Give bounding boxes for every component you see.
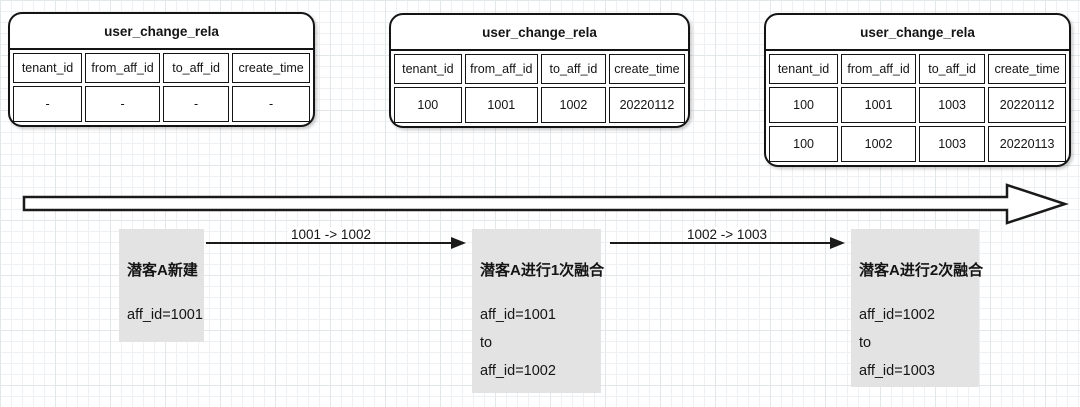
column-header: from_aff_id <box>841 54 916 84</box>
table-cell: 20220112 <box>608 87 685 123</box>
stage-line: aff_id=1001 <box>480 307 556 323</box>
column-header: from_aff_id <box>464 54 538 84</box>
table-cell: - <box>232 86 310 122</box>
table-row: 100 1001 1002 20220112 <box>394 87 685 123</box>
stage-title: 潜客A新建 <box>127 262 198 279</box>
stage-line: aff_id=1002 <box>859 307 935 323</box>
table-cell: 1001 <box>464 87 538 123</box>
table-row: 100 1002 1003 20220113 <box>769 126 1066 162</box>
column-header: create_time <box>988 54 1066 84</box>
table-cell: 20220112 <box>988 87 1066 123</box>
stage-title: 潜客A进行2次融合 <box>859 262 984 279</box>
column-header: tenant_id <box>13 53 83 83</box>
table-cell: 20220113 <box>988 126 1066 162</box>
stage-box-merge-1: 潜客A进行1次融合 aff_id=1001 to aff_id=1002 <box>472 229 605 393</box>
column-header: tenant_id <box>394 54 462 84</box>
transition-label: 1001 -> 1002 <box>288 227 374 242</box>
db-table-snapshot-2: user_change_rela tenant_id from_aff_id t… <box>389 13 690 128</box>
table-title: user_change_rela <box>391 15 688 51</box>
column-header: to_aff_id <box>162 53 230 83</box>
stage-line: to <box>859 335 872 351</box>
table-grid: tenant_id from_aff_id to_aff_id create_t… <box>10 50 313 125</box>
column-header: create_time <box>608 54 685 84</box>
table-cell: 1002 <box>841 126 916 162</box>
column-header: tenant_id <box>769 54 839 84</box>
column-header: to_aff_id <box>918 54 986 84</box>
table-cell: 1003 <box>918 126 986 162</box>
table-cell: - <box>85 86 160 122</box>
db-table-snapshot-3: user_change_rela tenant_id from_aff_id t… <box>764 13 1071 167</box>
column-header: from_aff_id <box>85 53 160 83</box>
timeline-arrow <box>22 183 1070 225</box>
table-title: user_change_rela <box>766 15 1069 51</box>
db-table-snapshot-1: user_change_rela tenant_id from_aff_id t… <box>8 12 315 127</box>
stage-line: to <box>480 335 493 351</box>
column-header: create_time <box>232 53 310 83</box>
table-cell: - <box>13 86 83 122</box>
table-cell: 100 <box>394 87 462 123</box>
table-cell: - <box>162 86 230 122</box>
table-cell: 1001 <box>841 87 916 123</box>
table-cell: 1003 <box>918 87 986 123</box>
table-row: - - - - <box>13 86 310 122</box>
table-cell: 1002 <box>540 87 606 123</box>
stage-title: 潜客A进行1次融合 <box>480 262 605 279</box>
table-grid: tenant_id from_aff_id to_aff_id create_t… <box>391 51 688 126</box>
table-cell: 100 <box>769 87 839 123</box>
table-cell: 100 <box>769 126 839 162</box>
stage-line: aff_id=1002 <box>480 363 556 379</box>
column-header: to_aff_id <box>540 54 606 84</box>
stage-line: aff_id=1001 <box>127 307 203 323</box>
stage-box-created: 潜客A新建 aff_id=1001 <box>119 229 204 342</box>
stage-box-merge-2: 潜客A进行2次融合 aff_id=1002 to aff_id=1003 <box>851 229 984 387</box>
table-grid: tenant_id from_aff_id to_aff_id create_t… <box>766 51 1069 165</box>
transition-label: 1002 -> 1003 <box>684 227 770 242</box>
stage-line: aff_id=1003 <box>859 363 935 379</box>
table-title: user_change_rela <box>10 14 313 50</box>
table-row: 100 1001 1003 20220112 <box>769 87 1066 123</box>
